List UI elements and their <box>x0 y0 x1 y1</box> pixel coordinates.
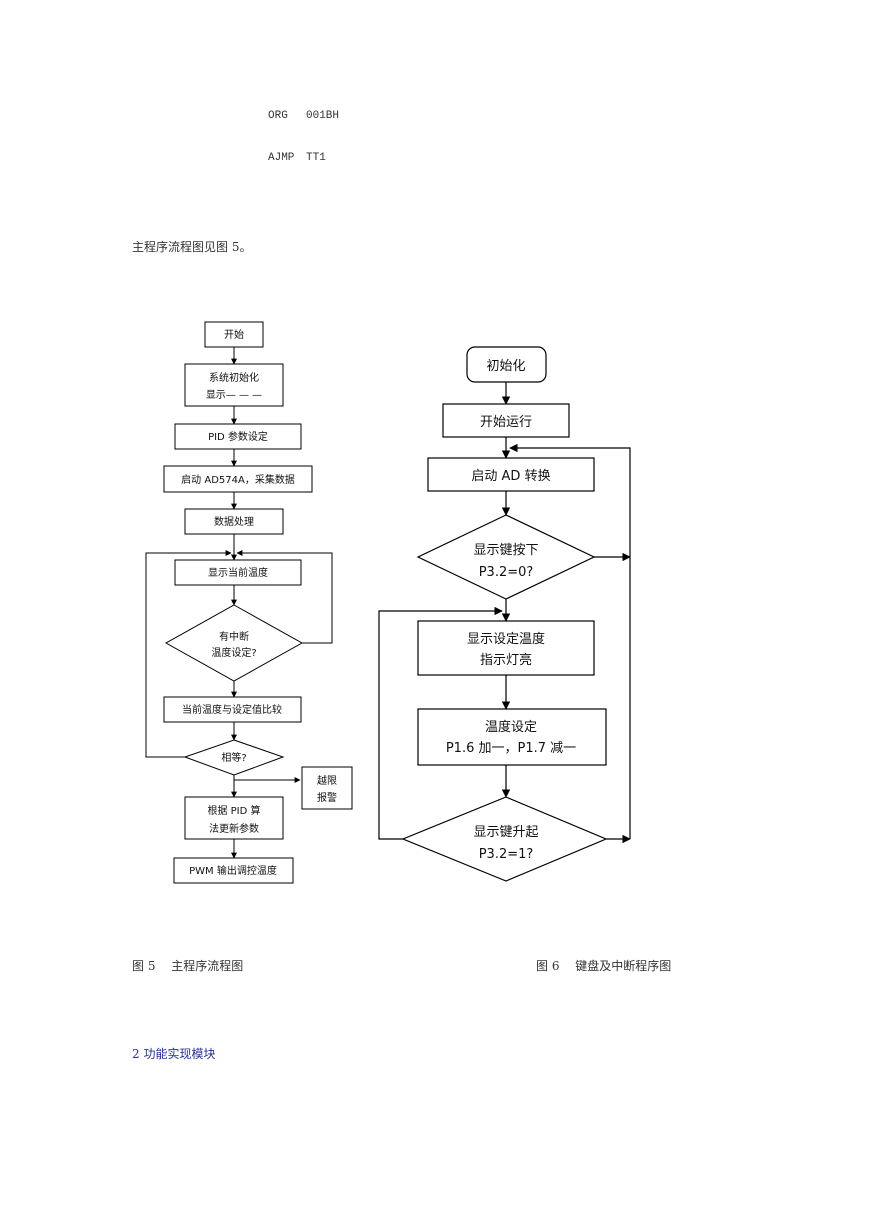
code-line-ajmp: AJMP TT1 <box>268 152 326 164</box>
node-ad-start-label: 启动 AD574A，采集数据 <box>181 473 295 486</box>
code-line-org: ORG 001BH <box>268 110 339 122</box>
node-show-set-temp-line2: 指示灯亮 <box>480 652 532 668</box>
node-pwm-output-label: PWM 输出调控温度 <box>189 864 277 877</box>
node-alarm <box>301 766 353 810</box>
node-alarm-line1: 越限 <box>317 774 337 787</box>
node-pwm-output <box>173 857 294 884</box>
node-show-set-temp-line1: 显示设定温度 <box>467 631 545 647</box>
intro-paragraph: 主程序流程图见图 5。 <box>132 240 252 254</box>
node-pid-setting <box>174 423 302 450</box>
node-pid-calc <box>184 796 284 840</box>
node-ad-conversion-label: 启动 AD 转换 <box>471 469 550 484</box>
node-init-label: 初始化 <box>486 359 525 374</box>
code-arg: 001BH <box>306 110 340 122</box>
node-compare-label: 当前温度与设定值比较 <box>182 703 282 716</box>
node-temp-setting-line1: 温度设定 <box>485 719 537 735</box>
figure-5-caption: 图 5 主程序流程图 <box>132 959 244 973</box>
node-data-processing-label: 数据处理 <box>214 515 254 528</box>
node-pid-calc-line1: 根据 PID 算 <box>207 804 260 817</box>
figure-6-caption: 图 6 键盘及中断程序图 <box>536 959 672 973</box>
node-pid-calc-line2: 法更新参数 <box>209 822 259 835</box>
node-init-line2: 显示— — — <box>206 389 262 401</box>
node-alarm-line2: 报警 <box>317 791 337 804</box>
node-show-current-temp-label: 显示当前温度 <box>208 566 268 579</box>
node-temp-setting <box>417 708 607 766</box>
code-arg: TT1 <box>306 152 326 164</box>
decision-interrupt-line1: 有中断 <box>219 630 249 643</box>
decision-interrupt-line2: 温度设定? <box>211 646 256 659</box>
node-init-line1: 系统初始化 <box>209 371 259 384</box>
decision-key-up-line2: P3.2=1? <box>479 847 534 862</box>
figure-6-keyboard-flowchart: 初始化 开始运行 启动 AD 转换 显示键按下 P3.2=0? 显示设定温度 指… <box>378 346 631 882</box>
decision-interrupt <box>164 604 304 682</box>
node-start-run <box>442 403 570 438</box>
node-ad-conversion <box>427 457 595 492</box>
node-show-current-temp <box>174 559 302 586</box>
node-start-run-label: 开始运行 <box>480 415 532 430</box>
node-temp-setting-line2: P1.6 加一，P1.7 减一 <box>446 741 576 756</box>
decision-key-down-line1: 显示键按下 <box>473 543 538 558</box>
decision-key-up-line1: 显示键升起 <box>473 825 538 840</box>
node-show-set-temp <box>417 620 595 676</box>
node-data-processing <box>184 508 284 535</box>
code-op: AJMP <box>268 152 295 164</box>
node-system-init <box>184 363 284 407</box>
decision-key-up <box>401 796 608 882</box>
code-op: ORG <box>268 110 288 122</box>
section-heading: 2 功能实现模块 <box>132 1047 216 1061</box>
node-start-label: 开始 <box>224 328 244 341</box>
figure-5-main-flowchart: 开始 系统初始化 显示— — — PID 参数设定 启动 AD574A，采集数据… <box>145 321 353 884</box>
decision-key-down-line2: P3.2=0? <box>479 565 534 580</box>
node-ad-start <box>163 465 313 493</box>
node-pid-setting-label: PID 参数设定 <box>208 430 268 443</box>
node-compare <box>163 696 302 723</box>
decision-equal-label: 相等? <box>221 751 246 764</box>
